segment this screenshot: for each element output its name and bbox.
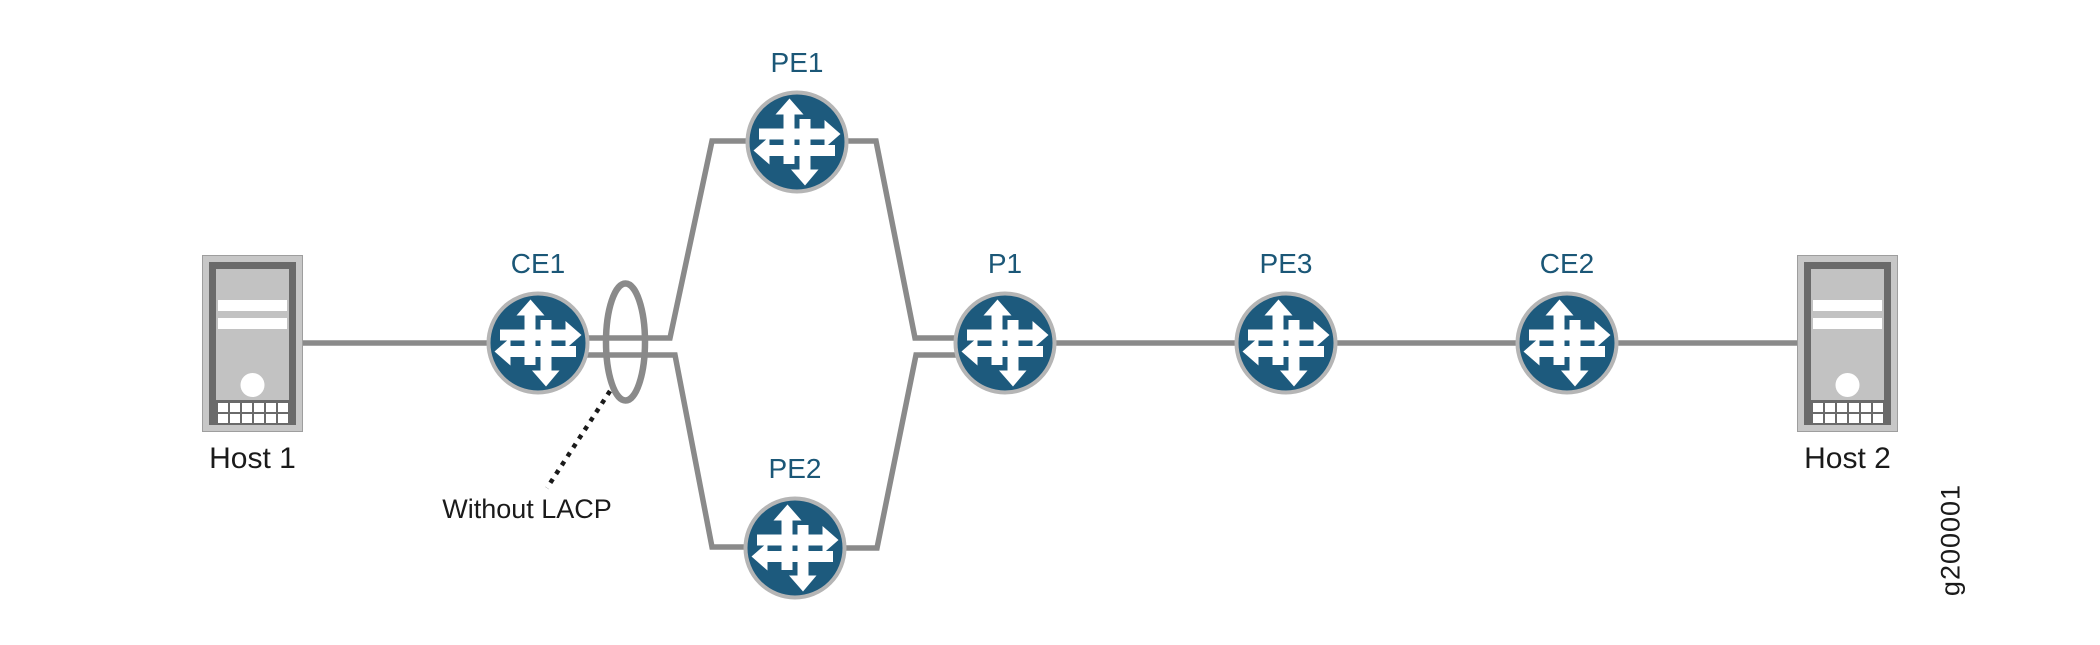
router-icon xyxy=(953,291,1057,395)
figure-id-watermark: g200001 xyxy=(1935,483,1966,597)
pe3-label: PE3 xyxy=(1259,248,1313,279)
router-pe1: PE1 xyxy=(745,49,849,194)
lag-bundle-ellipse-icon xyxy=(602,280,649,404)
server-tower-icon xyxy=(1797,255,1898,432)
router-icon xyxy=(1515,291,1619,395)
annotation-pointer-line xyxy=(545,389,612,490)
host1-label: Host 1 xyxy=(209,442,296,475)
router-ce2: CE2 xyxy=(1515,250,1619,395)
router-pe3: PE3 xyxy=(1234,250,1338,395)
host2-label: Host 2 xyxy=(1804,442,1891,475)
server-tower-icon xyxy=(202,255,303,432)
pe2-label: PE2 xyxy=(768,453,822,484)
router-icon xyxy=(486,291,590,395)
router-ce1: CE1 xyxy=(486,250,590,395)
router-icon xyxy=(745,90,849,194)
router-pe2: PE2 xyxy=(743,455,847,600)
without-lacp-annotation: Without LACP xyxy=(442,494,612,524)
host2-node: Host 2 xyxy=(1797,255,1898,474)
host1-node: Host 1 xyxy=(202,255,303,474)
ce2-label: CE2 xyxy=(1539,248,1595,279)
router-icon xyxy=(1234,291,1338,395)
ce1-label: CE1 xyxy=(510,248,566,279)
p1-label: P1 xyxy=(987,248,1023,279)
router-p1: P1 xyxy=(953,250,1057,395)
pe1-label: PE1 xyxy=(770,47,824,78)
router-icon xyxy=(743,496,847,600)
